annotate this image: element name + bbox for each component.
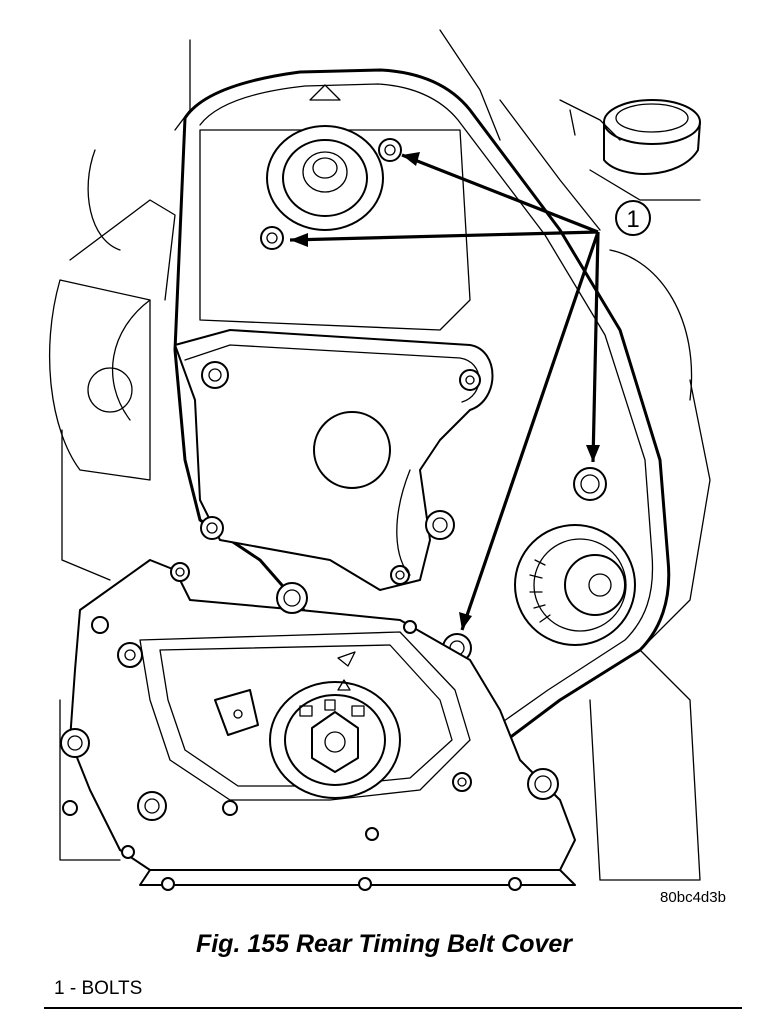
legend-item: 1 - BOLTS <box>54 978 143 999</box>
leader-line-lower-bolt <box>460 231 600 631</box>
figure-caption: Fig. 155 Rear Timing Belt Cover <box>195 930 573 958</box>
leader-line-upper-bolt <box>401 153 599 234</box>
callout-1: 1 <box>615 200 651 236</box>
leader-line-left-bolt <box>289 230 599 242</box>
callout-number: 1 <box>626 206 639 233</box>
arrowhead-right <box>586 445 600 462</box>
engine-line-art <box>48 29 711 891</box>
arrowhead-left <box>290 233 308 247</box>
callout-circle <box>615 200 651 236</box>
figure-id: 80bc4d3b <box>660 889 726 906</box>
divider <box>44 1007 742 1009</box>
leader-line-right-bolt <box>591 231 600 463</box>
leader-lines <box>289 152 600 631</box>
arrowhead-upper <box>402 152 420 166</box>
arrowhead-lower <box>459 612 472 630</box>
